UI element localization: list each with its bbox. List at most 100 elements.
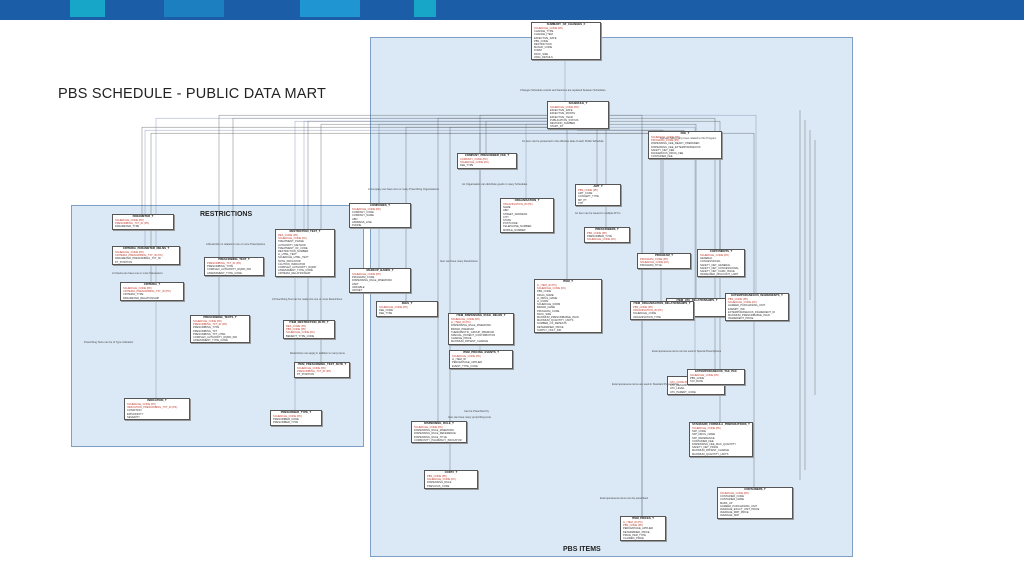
entity-attribute: ASSESSMENT_TYPE_CODE [207,271,242,275]
relationship-note: A Restriction is related to one or more … [206,243,266,246]
entity-attribute: PROGRAM_CODE (PK) [640,258,669,261]
entity-attribute: TREATMENT_PHASE [278,240,304,244]
entity-attribute: PT_POSITION [115,260,133,264]
entity-attribute: LI_ITEM_ID [452,358,466,362]
entity-attribute: ABN [503,209,509,213]
entity-attribute: SAFETY_NET_FEE [651,148,675,152]
entity-attribute: CONDITION [127,409,142,413]
relationship-line [577,115,607,227]
relationship-line [525,124,577,198]
entity-attribute: PBS_CODE [534,39,549,43]
entity-attribute: RESTRICTION [534,43,552,47]
relationship-line [144,130,577,246]
entity-attribute: SFP_CODE [692,430,706,434]
entity-attribute: DISPENSING_RULE_TITLE [414,435,447,439]
entity-attribute: RES_CODE (PK) [286,325,307,328]
entity-attribute: ATC_CODE (PK) [670,381,690,384]
entity-attribute: SCHEDULE_CODE (PK) [720,492,749,495]
entity-name: ITEM_PRICES_T [632,516,654,520]
entity-attribute: COMMUNITY_PHARMACY_INDICATOR [414,438,462,442]
entity-attribute: CLAIMED_PRICE [623,537,644,541]
entity-attribute: RES_CODE (PK) [278,234,299,237]
entity-attribute: INCREASED_DISCOUNT_LIMIT [700,273,739,277]
entity-attribute: EFFECTIVE_MONTH [550,112,576,116]
entity-attribute: COMPANY_NAME [352,214,374,218]
entity-attribute: PROGRAM_CODE (PK) [651,139,680,143]
entity-attribute: DISPENSING_FEE_EXTEMPORANEOUS [651,145,701,149]
entity-attribute: PRESCRIBING_TXT_ID (PK) [207,262,242,265]
entity-attribute: MAXIMUM_PATIENT_CHARGE [451,340,489,344]
entity-attribute: PBS_CODE [537,290,552,294]
entity-attribute: SAFETY_NET_GENERAL [700,263,731,267]
entity-attribute: POSTCODE [503,222,518,226]
relationship-note: A Criteria can have one or more Paramete… [112,272,163,275]
entity-attribute: ASSESSMENT_TYPE_CODE [278,269,313,273]
entity-attribute: EFFECTIVE_YEAR [550,115,573,119]
entity-attribute: BRAND_NAME [537,306,556,310]
relationship-note: Restrictions can apply in addition to ma… [290,352,345,355]
entity-name: INDICATION_T [147,398,167,402]
entity-attribute: CHANGE_ITEM [534,33,553,37]
entity-attribute: OFFSET [352,289,363,293]
entity-attribute: AUTHORITY_METHOD [278,243,306,247]
entity-attribute: CONTAINER_FEE [692,439,714,443]
entity-attribute: DISPENSING_RULE [427,481,452,485]
relationship-note: Prescribing Texts can be of Type Indicat… [84,341,134,344]
entity-attribute: SCHEDULE_CODE (PK) [690,374,719,377]
entity-attribute: ORIG_DETAILS [534,55,553,59]
entity-attribute: CITY [503,215,509,219]
entity-attribute: LI_HTML_TEXT [278,253,297,257]
entity-attribute: CRITERIA_TYPE [123,293,144,297]
entity-attribute: CRITERIA_PRESCRIBING_TXT_ID (PK) [123,290,171,294]
entity-attribute: SAFETY_NET_PRICE [692,446,719,450]
entity-name: COMPANY_PRESCRIBER_FEE_T [464,153,510,157]
entity-name: PRESCRIBING_TEXTS_T [203,315,237,319]
entity-name: SUMMARY_OF_CHANGES_F [546,22,586,26]
header-banner [0,0,1024,20]
entity-attribute: PRESCRIBER_CODE [273,418,299,422]
entity-attribute: SCHEDULE_HTML_TEXT [278,256,309,260]
entity-attribute: PRICE_PER_TYPE [623,533,646,537]
banner-segment [300,0,360,17]
entity-attribute: STATE [503,219,511,223]
entity-attribute: PRESCRIBING_TXT [193,329,218,333]
entity-attribute: PROGRAM_CODE [352,276,375,280]
relationship-line [437,118,577,421]
entity-name: STANDARD_FORMULA_PREPARATIONS_T [692,422,750,426]
entity-attribute: PBS_CODE (PK) [587,232,608,235]
entity-attribute: PUBLICATION_STATUS [550,118,579,122]
entity-attribute: PBS_CODE [690,377,705,381]
entity-attribute: EFFECTIVE_DATE [550,109,573,113]
entity-name: DISPENSING_RULE_T [424,421,454,425]
entity-attribute: SCHEDULE_CODE (FK) [587,238,616,242]
banner-segment [164,0,224,17]
entity-attribute: PRESCRIBING_TXT_HTML [193,332,226,336]
entity-attribute: DISPENSING_RULE_MNEMONIC [451,324,492,328]
relationship-note: Item can have many Restrictions [440,260,478,263]
entity-attribute: COMPLEX_AUTHORITY_RQRD_IND [193,336,238,340]
entity-attribute: PRESCRIBING_TYPE [207,265,234,269]
banner-segment [70,0,105,17]
entity-attribute: LI_DRUG_NAME [537,296,558,300]
entity-attribute: SCHEDULE_CODE (PK) [193,320,222,323]
entity-name: PRESCRIBING_TEXT_T [218,257,250,261]
entity-attribute: PARAMETER_RELATIONSHIP [123,296,160,300]
entity-attribute: SCHEDULE_CODE (PK) [534,27,563,30]
entity-attribute: PERCENTAGE_APPLIED [623,527,654,531]
entity-attribute: MAXIMUM_PRESCRIBABLE_PACK [728,314,771,318]
entity-attribute: AGREED_PURCHASING_UNIT [720,504,758,508]
entity-attribute: RESTRICTION_NUMBER [278,250,309,254]
entity-name: PROGRAM_T [655,253,673,257]
entity-attribute: DISPENSING_RULE_MNEMONIC [352,279,393,283]
